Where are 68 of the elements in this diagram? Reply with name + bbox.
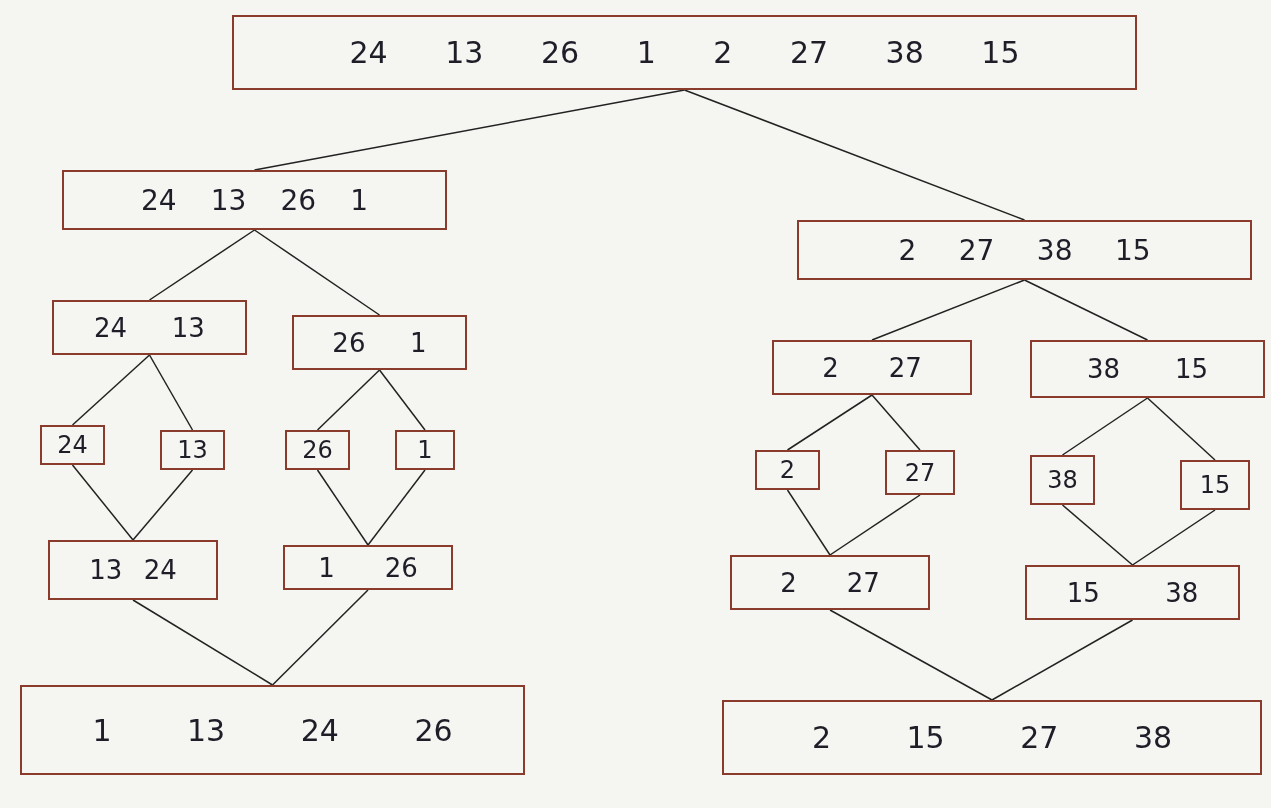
connector-line: [316, 469, 369, 546]
number-box: [285, 430, 350, 470]
number-box: [48, 540, 218, 600]
number-list: 2 27 38 15: [898, 233, 1151, 267]
number-list: 15: [1199, 471, 1231, 499]
number-box: [40, 425, 105, 465]
number-list: 2 15 27 38: [811, 720, 1173, 755]
number-list: 2 27: [780, 567, 880, 598]
connector-line: [829, 609, 993, 701]
number-list: 26 1: [332, 327, 427, 358]
connector-line: [378, 369, 426, 431]
connector-line: [71, 354, 151, 426]
connector-line: [683, 89, 1026, 221]
number-list: 24 13 26 1: [141, 183, 368, 217]
connector-line: [871, 394, 921, 451]
number-box: [20, 685, 525, 775]
number-box: [730, 555, 930, 610]
number-list: 2 27: [822, 352, 922, 383]
number-box: [755, 450, 820, 490]
connector-line: [1061, 397, 1149, 456]
number-list: 24 13 26 1 2 27 38 15: [349, 35, 1020, 70]
number-list: 1: [417, 436, 433, 464]
connector-line: [871, 279, 1026, 341]
number-box: [292, 315, 467, 370]
number-box: [1025, 565, 1240, 620]
connector-line: [1146, 397, 1216, 461]
connector-line: [786, 394, 873, 451]
number-list: 13: [177, 436, 208, 464]
number-list: 38: [1047, 466, 1078, 494]
connector-line: [367, 469, 426, 546]
connector-line: [1023, 279, 1149, 341]
connector-line: [829, 494, 921, 556]
connector-line: [271, 589, 369, 686]
connector-line: [148, 354, 194, 431]
connector-line: [1061, 504, 1134, 566]
number-box: [62, 170, 447, 230]
number-box: [885, 450, 955, 495]
connector-line: [786, 489, 831, 556]
number-box: [160, 430, 225, 470]
number-list: 24: [57, 431, 88, 459]
number-list: 1 26: [318, 552, 418, 583]
number-box: [722, 700, 1262, 775]
number-box: [283, 545, 453, 590]
connector-line: [132, 599, 274, 686]
connector-line: [148, 229, 256, 301]
number-list: 26: [302, 436, 333, 464]
number-list: 24 13: [94, 312, 205, 343]
connector-line: [253, 229, 381, 316]
connector-line: [316, 369, 381, 431]
number-box: [1030, 340, 1265, 398]
connector-line: [253, 89, 686, 171]
number-list: 2: [779, 456, 796, 484]
connector-line: [71, 464, 134, 541]
number-list: 27: [904, 458, 936, 487]
number-box: [1180, 460, 1250, 510]
number-box: [797, 220, 1252, 280]
number-box: [52, 300, 247, 355]
number-box: [1030, 455, 1095, 505]
number-box: [395, 430, 455, 470]
number-box: [772, 340, 972, 395]
number-list: 15 38: [1066, 577, 1199, 608]
connector-line: [132, 469, 194, 541]
connector-line: [991, 619, 1134, 701]
number-list: 38 15: [1086, 354, 1209, 384]
number-list: 1 13 24 26: [92, 712, 453, 748]
number-list: 13 24: [89, 555, 177, 585]
connector-line: [1131, 509, 1216, 566]
number-box: [232, 15, 1137, 90]
